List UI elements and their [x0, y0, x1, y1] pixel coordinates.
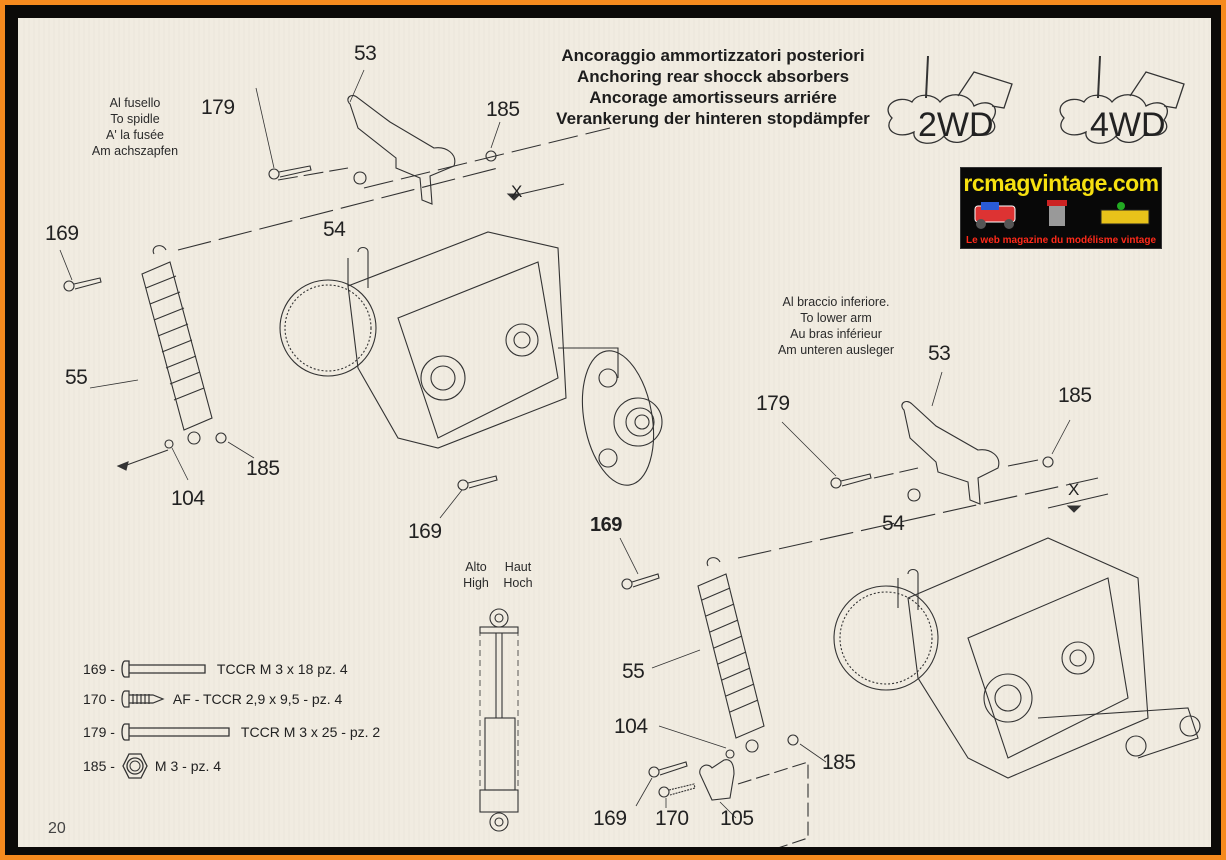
note-line: Am unteren ausleger [777, 343, 895, 357]
badge-4wd-icon [1059, 55, 1185, 144]
badge-2wd-label: 2WD [918, 106, 994, 144]
note-lower-arm: Al braccio inferiore. To lower arm Au br… [766, 294, 906, 358]
screw-long-icon [121, 723, 230, 741]
exploded-diagram [59, 69, 1201, 847]
logo-tagline: Le web magazine du modélisme vintage [965, 235, 1157, 246]
callout-179-right: 179 [756, 392, 790, 415]
part-number: 185 - [83, 758, 115, 774]
shock-55-bottom-icon [697, 557, 765, 753]
screw-179-top-icon [268, 165, 312, 180]
screw-169-bottom-icon [648, 761, 688, 778]
note-line: A' la fusée [106, 128, 164, 142]
callout-169-mid: 169 [408, 520, 442, 543]
ball-104-left-icon [164, 439, 174, 449]
nut-185-bottom-icon [787, 734, 799, 746]
brake-disk-icon [581, 350, 663, 486]
callout-54-top: 54 [323, 218, 346, 241]
title-fr: Ancorage amortisseurs arriére [589, 88, 837, 107]
callout-x-top: X [511, 182, 522, 201]
part-number: 170 - [83, 691, 115, 707]
part-number: 179 - [83, 724, 115, 740]
callout-104-bottom: 104 [614, 715, 648, 738]
page-title: Ancoraggio ammortizzatori posteriori Anc… [543, 45, 883, 129]
nut-icon [122, 753, 148, 779]
callout-170-bottom: 170 [655, 807, 689, 830]
callout-169-bold: 169 [590, 514, 622, 536]
part-description: TCCR M 3 x 25 - pz. 2 [240, 724, 381, 740]
callout-53-top: 53 [354, 42, 377, 65]
manual-page: Ancoraggio ammortizzatori posteriori Anc… [18, 18, 1211, 847]
part-number: 169 - [83, 661, 115, 677]
callout-169-left: 169 [45, 222, 79, 245]
screw-170-bottom-icon [658, 783, 696, 798]
screw-169-bold-icon [621, 573, 660, 590]
ball-104-bottom-icon [725, 749, 735, 759]
title-en: Anchoring rear shocck absorbers [576, 67, 850, 86]
callout-185-top: 185 [486, 98, 520, 121]
callout-185-left: 185 [246, 457, 280, 480]
screw-169-left-icon [63, 277, 102, 292]
callout-105-bottom: 105 [720, 807, 754, 830]
callout-169-bottom: 169 [593, 807, 627, 830]
note-line: Al braccio inferiore. [782, 295, 890, 309]
nut-185-left-icon [215, 432, 227, 444]
badge-2wd-icon [887, 55, 1013, 144]
screw-short-icon [121, 660, 206, 678]
badge-4wd-label: 4WD [1090, 106, 1166, 144]
parts-row-169: 169 - TCCR M 3 x 18 pz. 4 [83, 658, 348, 680]
rcmagvintage-logo[interactable]: rcmagvintage.com Le web magazine du modé… [960, 167, 1162, 249]
note-line: Hoch [503, 576, 533, 590]
screw-179-right-icon [830, 473, 872, 489]
part-description: TCCR M 3 x 18 pz. 4 [216, 661, 348, 677]
note-height-2: Haut Hoch [500, 559, 536, 591]
note-spindle: Al fusello To spidle A' la fusée Am achs… [80, 95, 190, 159]
gearbox-top-icon [279, 231, 619, 449]
plate-105-icon [699, 759, 735, 801]
parts-row-185: 185 - M 3 - pz. 4 [83, 752, 221, 780]
ball-54-top-icon [353, 171, 367, 185]
part-description: AF - TCCR 2,9 x 9,5 - pz. 4 [172, 691, 343, 707]
logo-site: rcmagvintage.com [963, 170, 1159, 196]
callout-185-right: 185 [1058, 384, 1092, 407]
callout-x-right: X [1068, 480, 1079, 499]
note-height-1: Alto High [458, 559, 494, 591]
bracket-53-right-icon [901, 401, 1000, 505]
drive-badges: 2WD 4WD [887, 55, 1185, 144]
title-it: Ancoraggio ammortizzatori posteriori [561, 46, 865, 65]
page-number: 20 [48, 820, 66, 837]
callout-53-right: 53 [928, 342, 951, 365]
logo-pictures-icon [974, 200, 1150, 229]
callout-179-top: 179 [201, 96, 235, 119]
bracket-53-top-icon [347, 95, 456, 205]
callout-104-left: 104 [171, 487, 205, 510]
ball-54-right-icon [907, 488, 921, 502]
parts-row-179: 179 - TCCR M 3 x 25 - pz. 2 [83, 721, 380, 743]
note-line: To spidle [110, 112, 160, 126]
shock-height-reference-icon [479, 608, 519, 832]
callout-54-right: 54 [882, 512, 905, 535]
callout-55-left: 55 [65, 366, 88, 389]
note-line: Haut [504, 560, 532, 574]
screw-169-mid-icon [457, 475, 498, 491]
part-description: M 3 - pz. 4 [154, 758, 222, 774]
note-line: High [463, 576, 489, 590]
nut-185-right-icon [1042, 456, 1054, 468]
note-line: To lower arm [800, 311, 872, 325]
gearbox-bottom-icon [833, 537, 1201, 779]
self-tapping-screw-icon [121, 690, 165, 708]
note-line: Alto [465, 560, 487, 574]
callout-55-bottom: 55 [622, 660, 645, 683]
note-line: Al fusello [109, 96, 161, 110]
title-de: Verankerung der hinteren stopdämpfer [556, 109, 870, 128]
page-frame: Ancoraggio ammortizzatori posteriori Anc… [5, 5, 1221, 855]
shock-55-left-icon [141, 245, 213, 445]
note-line: Am achszapfen [91, 144, 179, 158]
callout-185-bottom: 185 [822, 751, 856, 774]
parts-row-170: 170 - AF - TCCR 2,9 x 9,5 - pz. 4 [83, 688, 342, 710]
note-line: Au bras inférieur [790, 327, 882, 341]
